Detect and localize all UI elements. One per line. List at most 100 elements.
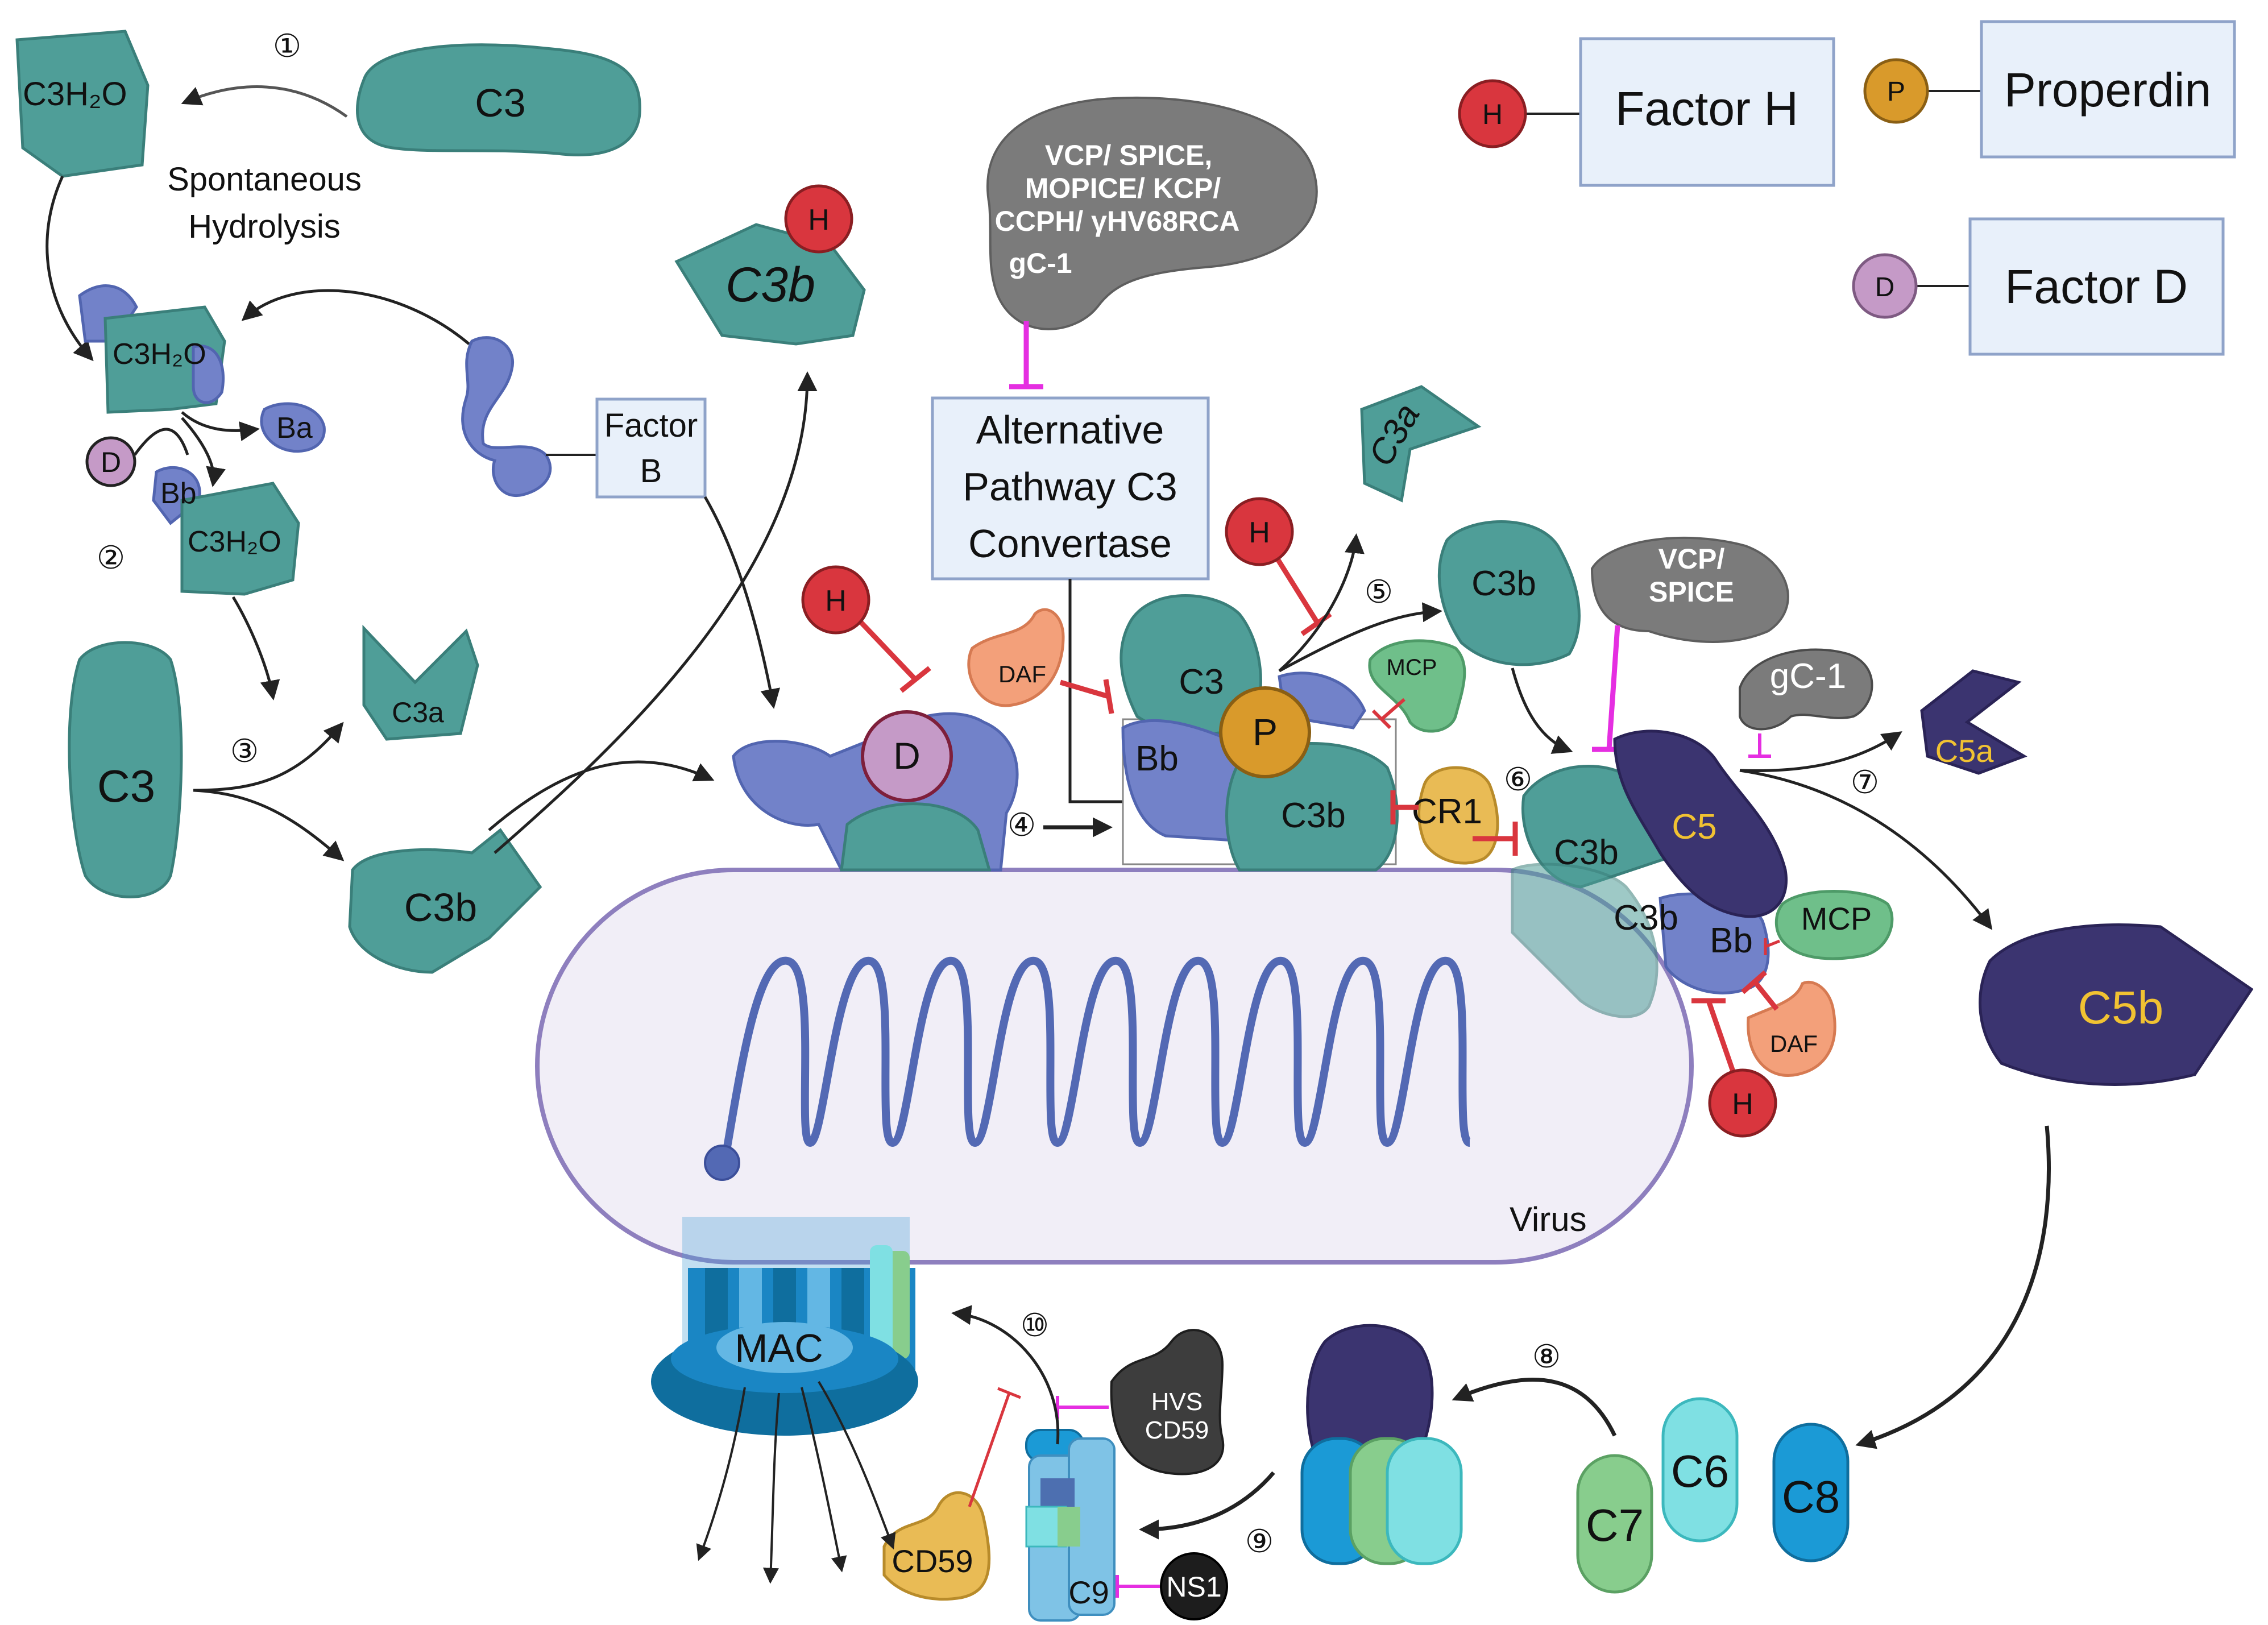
factor-d-icon	[1852, 253, 1918, 319]
svg-text:VCP/ SPICE,: VCP/ SPICE,	[1045, 139, 1213, 171]
step-2: ②	[97, 540, 125, 575]
c5b: C5b	[1979, 923, 2254, 1086]
svg-text:C3b: C3b	[1554, 833, 1619, 872]
c5-convertase: C3b C5 C3b Bb	[1511, 729, 1788, 1018]
svg-text:D: D	[101, 446, 121, 478]
svg-text:D: D	[893, 735, 921, 777]
arrow-to-c3h2o-bb	[181, 417, 226, 487]
cd59: CD59	[882, 1387, 1021, 1601]
viral-genome-helix	[704, 956, 1472, 1181]
svg-text:MAC: MAC	[735, 1326, 823, 1370]
svg-text:gC-1: gC-1	[1770, 657, 1846, 696]
svg-text:C3b: C3b	[1471, 564, 1536, 603]
svg-text:H: H	[825, 584, 847, 617]
ba-fragment: Ba	[260, 402, 326, 453]
arrow-c3h2o-to-c3a	[231, 596, 280, 700]
convertase-bracket	[1068, 579, 1123, 803]
svg-text:C3H₂O: C3H₂O	[113, 338, 206, 371]
svg-text:Convertase: Convertase	[968, 521, 1172, 566]
factor-h-inhibit-d: H	[801, 565, 931, 693]
hvs-cd59: HVS CD59	[1056, 1329, 1225, 1475]
c3b-top: C3b H	[674, 184, 866, 346]
daf-convertase: DAF	[967, 608, 1114, 714]
arrow-c3h2o-down	[45, 175, 94, 362]
svg-text:DAF: DAF	[1770, 1030, 1818, 1057]
daf-c5: DAF	[1741, 970, 1836, 1077]
c8: C8	[1772, 1423, 1850, 1562]
spontaneous-text-1: Spontaneous	[167, 161, 362, 198]
arrow-c3-to-c3b	[193, 789, 345, 861]
ap-c3-convertase-box: Alternative Pathway C3 Convertase	[931, 396, 1210, 581]
svg-text:H: H	[1732, 1088, 1753, 1121]
svg-text:Bb: Bb	[1135, 739, 1179, 778]
c7: C7	[1576, 1454, 1653, 1594]
svg-text:C5: C5	[1672, 807, 1716, 847]
step-10: ⑩	[1021, 1307, 1049, 1343]
legend-factor-d: D Factor D	[1852, 217, 2225, 356]
svg-text:Bb: Bb	[160, 477, 197, 510]
svg-text:CD59: CD59	[892, 1543, 973, 1579]
arrow-factorb-to-c3h2o	[241, 289, 470, 345]
ns1: NS1	[1116, 1552, 1228, 1620]
arrow-to-c5a	[1739, 731, 1902, 773]
virus-label: Virus	[1510, 1200, 1587, 1238]
step-1: ①	[273, 28, 301, 64]
svg-text:CR1: CR1	[1412, 792, 1482, 831]
arrow-factorb-to-d	[703, 496, 781, 709]
properdin-icon	[1863, 58, 1929, 124]
svg-text:P: P	[1887, 77, 1905, 107]
c3a-right: C3a	[1360, 385, 1482, 503]
svg-text:C3b: C3b	[725, 258, 815, 312]
legend-factor-h-label: Factor H	[1615, 82, 1798, 135]
arrow-to-c5b	[1739, 769, 1993, 930]
svg-text:SPICE: SPICE	[1649, 576, 1734, 608]
step-3: ③	[230, 733, 259, 769]
svg-text:Bb: Bb	[1710, 921, 1753, 960]
svg-text:Pathway C3: Pathway C3	[963, 465, 1177, 509]
c9-complex: C9	[1025, 1429, 1116, 1622]
arrow-to-c3b-right	[1278, 602, 1442, 673]
arrow-to-ba	[181, 411, 260, 441]
svg-text:Alternative: Alternative	[976, 408, 1164, 452]
legend-factor-d-label: Factor D	[2005, 260, 2188, 313]
svg-text:C6: C6	[1671, 1446, 1729, 1497]
svg-text:C3b: C3b	[1614, 898, 1678, 938]
svg-text:VCP/: VCP/	[1658, 543, 1725, 575]
legend: H Factor H P Properdin D Factor D	[1458, 20, 2236, 356]
c3a-left: C3a	[362, 624, 479, 741]
arrow-to-mac	[951, 1305, 1060, 1445]
factor-d-small: D	[85, 436, 136, 487]
arrow-c3-to-c3h2o	[181, 85, 348, 118]
svg-text:C3b: C3b	[404, 885, 477, 930]
svg-text:P: P	[1253, 711, 1278, 753]
svg-text:HVS: HVS	[1151, 1388, 1203, 1416]
svg-text:gC-1: gC-1	[1009, 247, 1072, 279]
step-4: ④	[1007, 807, 1036, 843]
svg-text:C3H₂O: C3H₂O	[188, 525, 281, 558]
c3b-left: C3b	[348, 828, 542, 974]
c3bbp-convertase: C3 P Bb C3b	[1120, 594, 1399, 872]
factor-d-complex: D	[732, 710, 1019, 872]
arrow-to-c9	[1139, 1471, 1275, 1540]
factor-b-box: Factor B	[595, 397, 707, 499]
factor-b-protein	[461, 336, 552, 498]
svg-text:CD59: CD59	[1145, 1416, 1209, 1444]
svg-text:H: H	[1482, 98, 1503, 130]
mcp-c5: MCP	[1764, 890, 1894, 960]
svg-text:C3: C3	[1179, 662, 1224, 702]
svg-text:H: H	[808, 204, 830, 237]
c3h2o-top: C3H₂O	[15, 30, 150, 178]
svg-text:C5a: C5a	[1935, 733, 1995, 769]
c3h2o-bb-complex: Bb C3H₂O	[152, 466, 300, 596]
c3b-right: C3b	[1437, 520, 1581, 666]
step-5: ⑤	[1365, 574, 1393, 610]
factor-h-icon	[1458, 79, 1527, 148]
c3-left: C3	[68, 641, 183, 898]
arrow-c3b-to-c5-convertase	[1511, 668, 1573, 754]
svg-text:CCPH/ γHV68RCA: CCPH/ γHV68RCA	[995, 205, 1240, 237]
virus: Virus	[535, 868, 1694, 1265]
c5b8-complex	[1300, 1324, 1463, 1565]
svg-text:C3b: C3b	[1281, 796, 1346, 835]
viral-regulators-cluster: VCP/ SPICE, MOPICE/ KCP/ CCPH/ γHV68RCA …	[986, 96, 1318, 330]
